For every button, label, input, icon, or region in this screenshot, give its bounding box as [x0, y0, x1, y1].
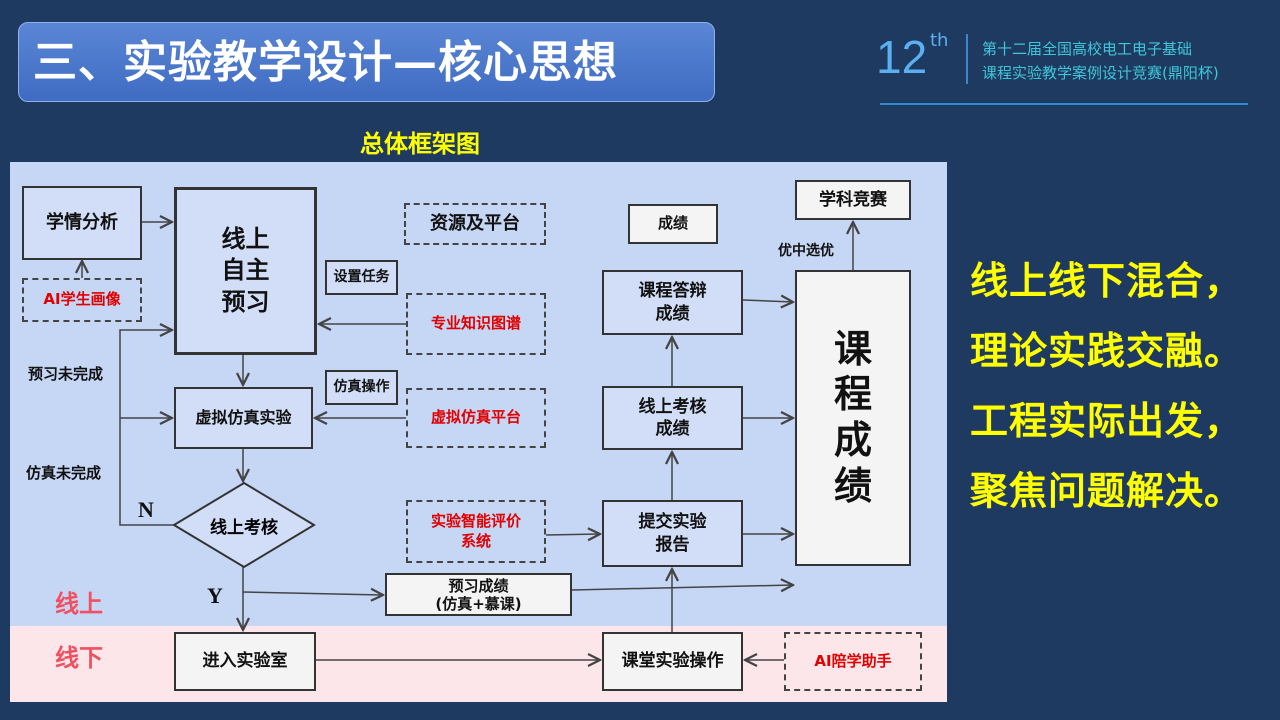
box-enter-lab: 进入实验室 — [174, 632, 316, 691]
header-divider — [880, 103, 1248, 105]
box-ai-profile: AI学生画像 — [22, 278, 142, 322]
box-class-op: 课堂实验操作 — [602, 632, 743, 691]
box-submit-report: 提交实验 报告 — [602, 500, 743, 567]
logo-divider — [966, 34, 968, 84]
label-sim-incomplete: 仿真未完成 — [26, 464, 102, 482]
box-virtual-exp: 虚拟仿真实验 — [174, 387, 313, 449]
box-sim-op: 仿真操作 — [325, 370, 398, 405]
label-best: 优中选优 — [778, 243, 834, 259]
box-defense-score: 课程答辩 成绩 — [602, 270, 743, 335]
decision-diamond — [172, 481, 316, 569]
logo-line-2: 课程实验教学案例设计竞赛(鼎阳杯) — [982, 64, 1219, 82]
box-sim-platform: 虚拟仿真平台 — [406, 388, 546, 448]
diagram-subtitle: 总体框架图 — [360, 130, 480, 158]
label-yes: Y — [207, 583, 223, 608]
slide-title: 三、实验教学设计—核心思想 — [18, 22, 715, 102]
label-preview-incomplete: 预习未完成 — [28, 365, 104, 383]
box-ai-assist: AI陪学助手 — [784, 632, 922, 691]
label-no: N — [138, 497, 154, 522]
slogan-line-2: 理论实践交融。 — [970, 329, 1244, 373]
logo-number: 12 — [876, 31, 928, 83]
box-course-score: 课 程 成 绩 — [795, 270, 911, 566]
box-set-task: 设置任务 — [325, 260, 398, 295]
box-self-study: 线上 自主 预习 — [174, 187, 317, 355]
box-score: 成绩 — [628, 204, 718, 244]
box-xueqing: 学情分析 — [22, 186, 142, 260]
decision-online-exam: 线上考核 — [210, 517, 278, 538]
box-preview-score: 预习成绩 (仿真+慕课) — [385, 573, 572, 616]
slogan-line-4: 聚焦问题解决。 — [970, 469, 1244, 513]
logo-line-1: 第十二届全国高校电工电子基础 — [982, 40, 1193, 58]
box-knowledge-graph: 专业知识图谱 — [406, 293, 546, 355]
slogan-line-3: 工程实际出发， — [970, 399, 1244, 443]
logo-suffix: th — [930, 30, 949, 51]
box-smart-eval: 实验智能评价 系统 — [406, 500, 546, 563]
box-resources: 资源及平台 — [404, 203, 546, 245]
slogan-line-1: 线上线下混合， — [970, 259, 1244, 303]
box-competition: 学科竞赛 — [795, 180, 911, 220]
label-online: 线上 — [55, 590, 103, 618]
label-offline: 线下 — [55, 644, 103, 672]
box-online-exam-score: 线上考核 成绩 — [602, 386, 743, 450]
